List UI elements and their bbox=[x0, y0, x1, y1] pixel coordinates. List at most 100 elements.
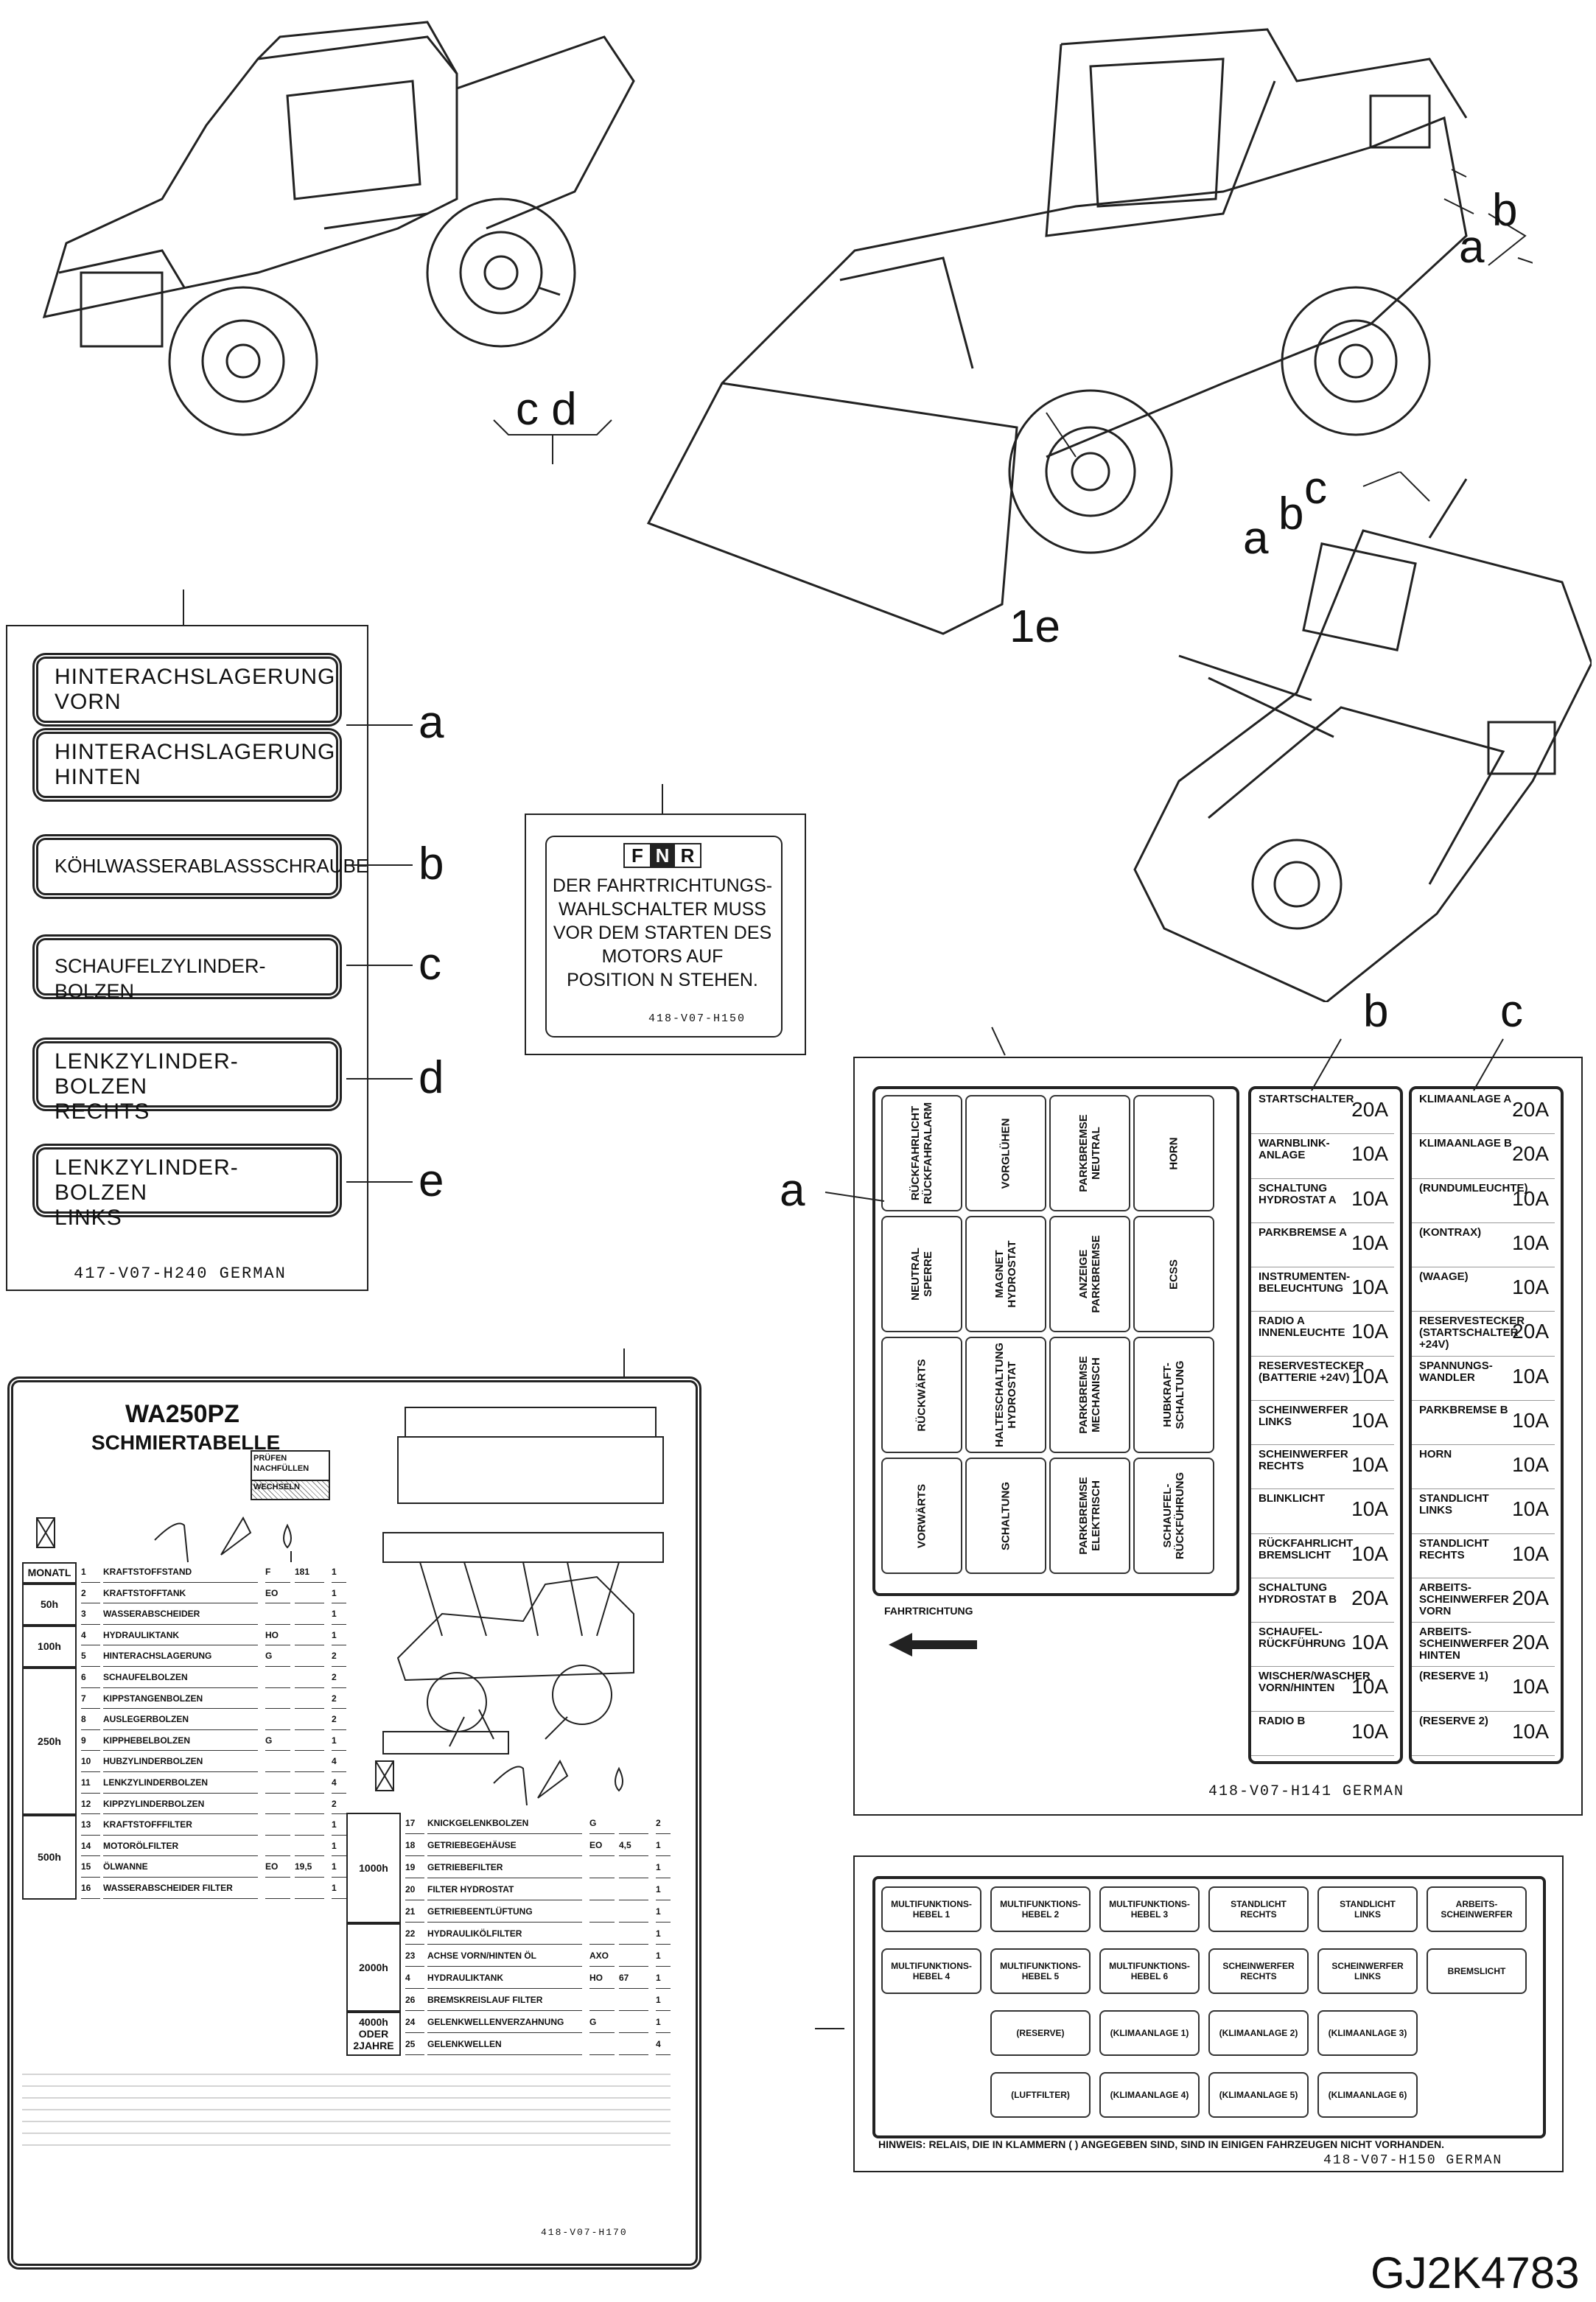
fuse-rating: 10A bbox=[1351, 1453, 1388, 1477]
bracket-cd bbox=[493, 419, 612, 464]
lube-right-no: 20 bbox=[405, 1879, 424, 1900]
callout-fuse-a: a bbox=[780, 1165, 805, 1216]
lube-left-quantity bbox=[295, 1773, 324, 1794]
lube-left-item: KRAFTSTOFFSTAND bbox=[103, 1562, 258, 1583]
lube-left-item: HYDRAULIKTANK bbox=[103, 1626, 258, 1646]
fuse-leader-lines bbox=[825, 1038, 1504, 1202]
fuse-row-c: RESERVESTECKER (STARTSCHALTER +24V)20A bbox=[1412, 1311, 1555, 1357]
fuse-name: ARBEITS- SCHEINWERFER HINTEN bbox=[1419, 1626, 1509, 1662]
lube-left-item: HINTERACHSLAGERUNG bbox=[103, 1646, 258, 1667]
fuse-name: PARKBREMSE A bbox=[1259, 1225, 1348, 1239]
label-hinterachslagerung-hinten: HINTERACHSLAGERUNG HINTEN bbox=[32, 728, 342, 802]
lube-right-quantity bbox=[619, 1879, 648, 1900]
lube-symbols-right bbox=[375, 1759, 623, 1806]
lube-right-no: 26 bbox=[405, 1990, 424, 2011]
lube-left-points: 1 bbox=[332, 1878, 346, 1899]
fuse-name: RESERVESTECKER (STARTSCHALTER +24V) bbox=[1419, 1315, 1525, 1351]
fuse-name: ARBEITS- SCHEINWERFER VORN bbox=[1419, 1581, 1509, 1617]
relay-cell: (RESERVE) bbox=[990, 2010, 1091, 2056]
fuse-rating: 10A bbox=[1351, 1631, 1388, 1654]
label-kuehlwasserablassschraube: KÖHLWASSERABLASSSCHRAUBE bbox=[32, 834, 368, 899]
callout-label-e: e bbox=[419, 1155, 444, 1206]
callout-b-top: b bbox=[1492, 185, 1518, 236]
lube-title-model: WA250PZ bbox=[125, 1400, 239, 1428]
relay-cell: (KLIMAANLAGE 5) bbox=[1208, 2072, 1309, 2118]
figure-code: GJ2K4783 bbox=[1371, 2248, 1580, 2298]
relay-cell: (KLIMAANLAGE 2) bbox=[1208, 2010, 1309, 2056]
fuse-name: RADIO B bbox=[1259, 1714, 1306, 1727]
fuse-rating: 10A bbox=[1351, 1186, 1388, 1210]
lube-left-item: KRAFTSTOFFTANK bbox=[103, 1584, 258, 1604]
fuse-name: SPANNUNGS- WANDLER bbox=[1419, 1359, 1493, 1384]
switch-cell: RÜCKWÄRTS bbox=[881, 1337, 962, 1453]
lube-right-points: 1 bbox=[656, 1923, 671, 1945]
lube-left-quantity bbox=[295, 1646, 324, 1667]
lube-right-item: HYDRAULIKÖLFILTER bbox=[427, 1923, 582, 1945]
lube-left-lubricant bbox=[265, 1604, 290, 1625]
lube-right-interval: 4000h ODER 2JAHRE bbox=[346, 2012, 401, 2056]
fuse-name: (RUNDUMLEUCHTE) bbox=[1419, 1181, 1528, 1194]
lube-right-item: GETRIEBEGEHÄUSE bbox=[427, 1835, 582, 1856]
lube-left-item: LENKZYLINDERBOLZEN bbox=[103, 1773, 258, 1794]
fuse-name: SCHAUFEL- RÜCKFÜHRUNG bbox=[1259, 1626, 1346, 1651]
lube-left-lubricant bbox=[265, 1773, 290, 1794]
lube-symbols-left bbox=[36, 1516, 292, 1563]
lube-left-quantity bbox=[295, 1668, 324, 1688]
lube-right-no: 19 bbox=[405, 1857, 424, 1878]
lube-right-no: 17 bbox=[405, 1813, 424, 1834]
fuse-rating: 20A bbox=[1512, 1586, 1549, 1609]
lube-left-quantity bbox=[295, 1689, 324, 1710]
relay-cell: STANDLICHT LINKS bbox=[1317, 1886, 1418, 1932]
fuse-name: SCHEINWERFER LINKS bbox=[1259, 1403, 1348, 1428]
relay-cell: MULTIFUNKTIONS- HEBEL 1 bbox=[881, 1886, 981, 1932]
lube-right-lubricant: AXO bbox=[589, 1945, 615, 1967]
relay-cell: (KLIMAANLAGE 4) bbox=[1099, 2072, 1200, 2118]
fuse-box-b bbox=[1248, 1086, 1403, 1764]
relay-cell: SCHEINWERFER RECHTS bbox=[1208, 1948, 1309, 1994]
lube-right-points: 4 bbox=[656, 2034, 671, 2055]
relay-note: HINWEIS: RELAIS, DIE IN KLAMMERN ( ) ANG… bbox=[878, 2138, 1444, 2150]
lube-right-points: 1 bbox=[656, 1967, 671, 1989]
lube-left-interval: 50h bbox=[22, 1583, 77, 1626]
lube-left-quantity bbox=[295, 1731, 324, 1752]
lube-left-lubricant bbox=[265, 1836, 290, 1857]
lube-left-quantity bbox=[295, 1626, 324, 1646]
lube-right-lubricant bbox=[589, 1923, 615, 1945]
lube-right-no: 22 bbox=[405, 1923, 424, 1945]
fuse-name: (KONTRAX) bbox=[1419, 1225, 1482, 1239]
switch-cell: PARKBREMSE ELEKTRISCH bbox=[1049, 1458, 1130, 1574]
lube-right-lubricant bbox=[589, 1879, 615, 1900]
lube-leader bbox=[623, 1348, 625, 1378]
fuse-row-b: RESERVESTECKER (BATTERIE +24V)10A bbox=[1251, 1356, 1394, 1401]
fuse-row-c: (RESERVE 2)10A bbox=[1412, 1711, 1555, 1756]
callout-fuse-b: b bbox=[1363, 986, 1389, 1037]
fnr-badge-r: R bbox=[680, 844, 695, 867]
lube-left-lubricant bbox=[265, 1668, 290, 1688]
lube-left-no: 15 bbox=[81, 1857, 100, 1878]
lube-left-lubricant bbox=[265, 1878, 290, 1899]
lube-left-no: 11 bbox=[81, 1773, 100, 1794]
fuse-rating: 10A bbox=[1351, 1142, 1388, 1166]
lube-left-points: 1 bbox=[332, 1626, 346, 1646]
lube-left-quantity bbox=[295, 1752, 324, 1772]
lube-left-item: KIPPHEBELBOLZEN bbox=[103, 1731, 258, 1752]
lube-right-interval: 2000h bbox=[346, 1923, 401, 2012]
lube-right-no: 23 bbox=[405, 1945, 424, 1967]
lube-left-no: 10 bbox=[81, 1752, 100, 1772]
label-sheet bbox=[6, 625, 368, 1291]
lube-right-item: GELENKWELLEN bbox=[427, 2034, 582, 2055]
lube-machine-diagram bbox=[382, 1407, 664, 1755]
lube-right-lubricant bbox=[589, 1990, 615, 2011]
lube-left-no: 2 bbox=[81, 1584, 100, 1604]
lube-left-interval: MONATL bbox=[22, 1562, 77, 1584]
lube-left-no: 9 bbox=[81, 1731, 100, 1752]
switch-cell: HUBKRAFT- SCHALTUNG bbox=[1133, 1337, 1214, 1453]
lube-left-no: 8 bbox=[81, 1710, 100, 1730]
lube-right-item: ACHSE VORN/HINTEN ÖL bbox=[427, 1945, 582, 1967]
switch-cell: HALTESCHALTUNG HYDROSTAT bbox=[965, 1337, 1046, 1453]
lube-left-points: 1 bbox=[332, 1584, 346, 1604]
